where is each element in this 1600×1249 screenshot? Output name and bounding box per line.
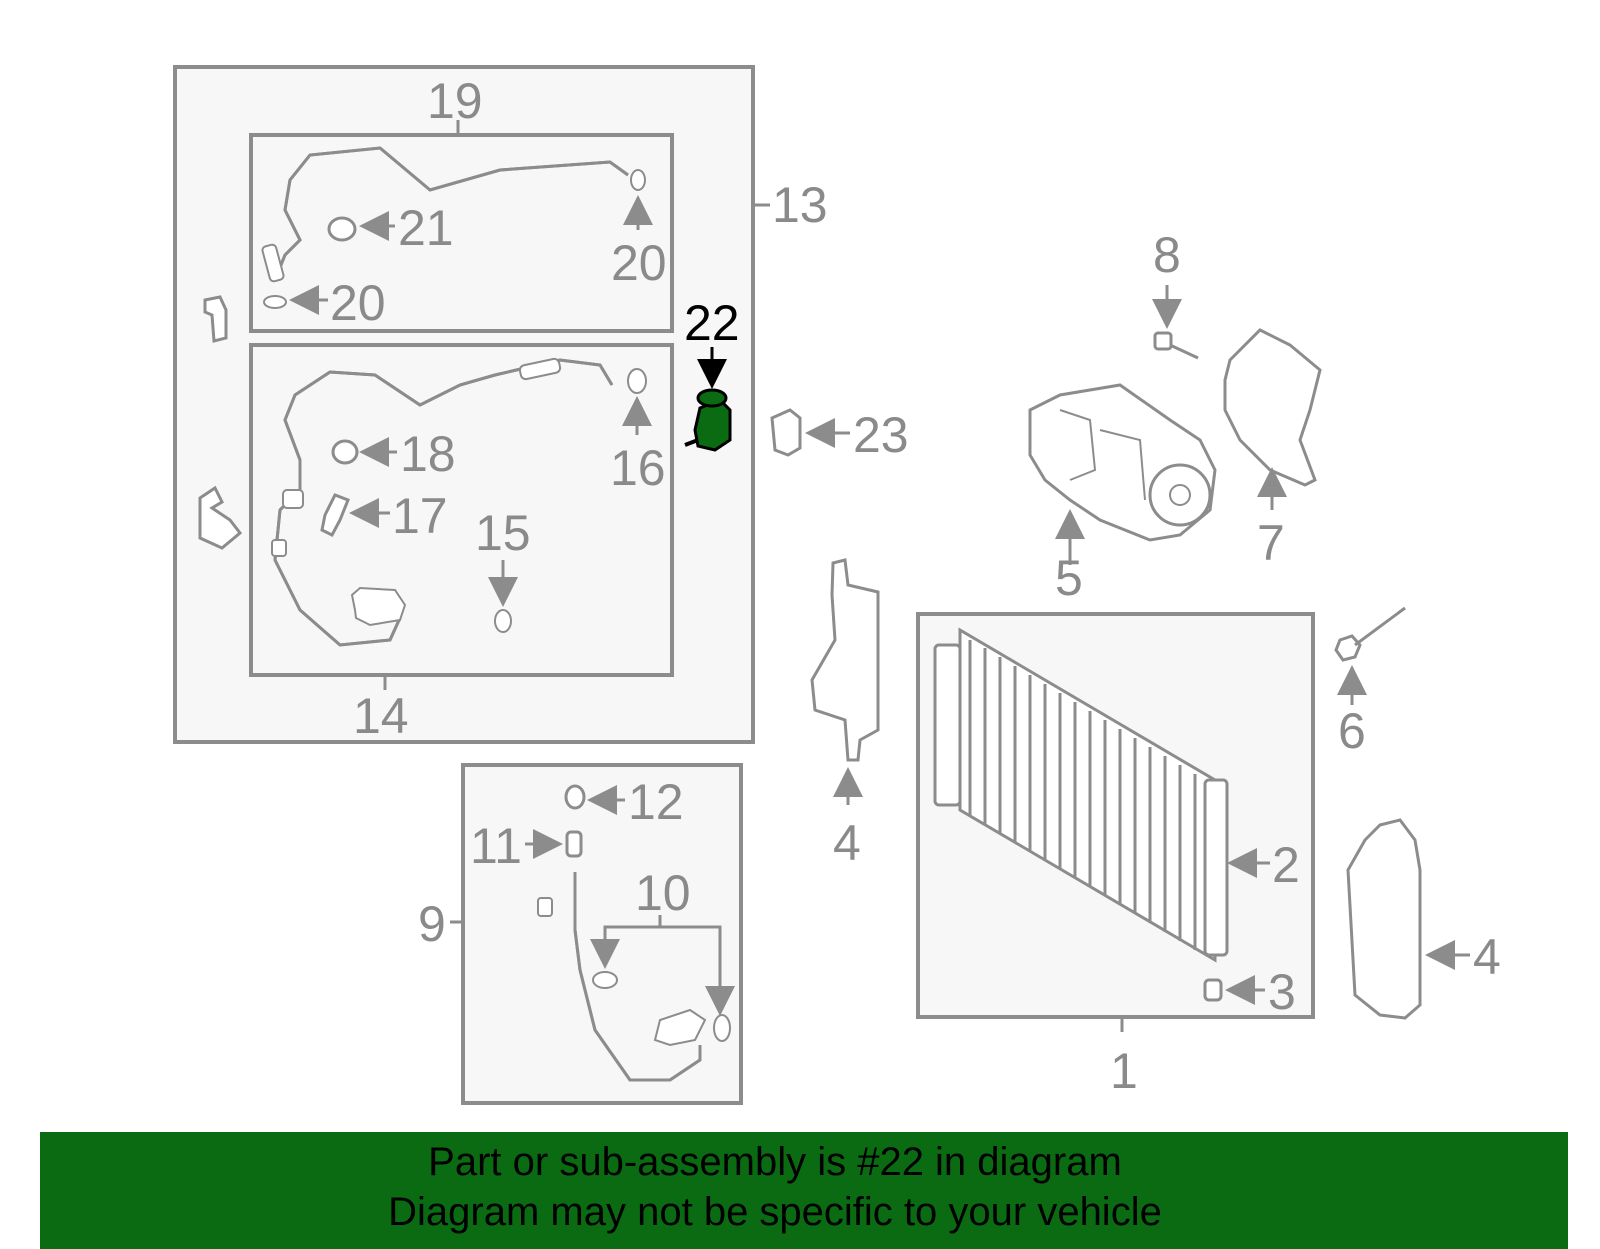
oring-16 xyxy=(627,368,647,394)
label-9[interactable]: 9 xyxy=(418,896,446,952)
label-8[interactable]: 8 xyxy=(1153,227,1181,283)
oring-20-bottom xyxy=(263,295,287,309)
label-22[interactable]: 22 xyxy=(684,295,740,351)
part-17 xyxy=(320,493,350,537)
bracket-7 xyxy=(1223,328,1322,487)
part-23 xyxy=(770,408,802,457)
oring-15 xyxy=(494,609,512,633)
label-2[interactable]: 2 xyxy=(1272,837,1300,893)
label-20-bottom[interactable]: 20 xyxy=(330,275,386,331)
label-12[interactable]: 12 xyxy=(628,774,684,830)
oring-10a xyxy=(592,971,618,989)
label-1[interactable]: 1 xyxy=(1110,1043,1138,1099)
part-21 xyxy=(327,216,357,242)
label-5[interactable]: 5 xyxy=(1055,550,1083,606)
valve-11 xyxy=(565,830,583,858)
part-22-highlighted[interactable] xyxy=(684,388,732,452)
info-banner: Part or sub-assembly is #22 in diagram D… xyxy=(40,1132,1568,1249)
cap-12 xyxy=(564,784,586,810)
label-15[interactable]: 15 xyxy=(475,505,531,561)
label-11[interactable]: 11 xyxy=(470,818,522,874)
condenser xyxy=(933,627,1229,963)
oring-20-top xyxy=(630,169,646,191)
box-19 xyxy=(249,133,674,333)
box-9 xyxy=(461,763,743,1105)
label-16[interactable]: 16 xyxy=(610,440,666,496)
label-21[interactable]: 21 xyxy=(398,200,454,256)
label-7[interactable]: 7 xyxy=(1257,515,1285,571)
box-14 xyxy=(249,343,674,677)
plug-3 xyxy=(1203,978,1223,1002)
label-6[interactable]: 6 xyxy=(1338,703,1366,759)
bolt-6 xyxy=(1334,606,1406,662)
label-4-left[interactable]: 4 xyxy=(833,815,861,871)
label-13[interactable]: 13 xyxy=(772,177,828,233)
compressor-5 xyxy=(1028,383,1217,542)
banner-line-2: Diagram may not be specific to your vehi… xyxy=(388,1190,1162,1234)
label-3[interactable]: 3 xyxy=(1268,964,1296,1020)
label-23[interactable]: 23 xyxy=(853,407,909,463)
label-20-top[interactable]: 20 xyxy=(611,235,667,291)
label-10[interactable]: 10 xyxy=(635,865,691,921)
banner-line-1: Part or sub-assembly is #22 in diagram xyxy=(428,1140,1122,1184)
seal-4-right xyxy=(1346,818,1422,1020)
part-18 xyxy=(331,439,359,465)
label-17[interactable]: 17 xyxy=(392,488,448,544)
bracket-left-top xyxy=(203,295,228,343)
bracket-left-bottom xyxy=(198,485,243,550)
label-18[interactable]: 18 xyxy=(400,426,456,482)
seal-4-left xyxy=(810,558,880,762)
label-19[interactable]: 19 xyxy=(427,73,483,129)
label-4-right[interactable]: 4 xyxy=(1473,929,1501,985)
bolt-8 xyxy=(1153,331,1199,360)
label-14[interactable]: 14 xyxy=(353,688,409,744)
oring-10b xyxy=(713,1014,731,1042)
